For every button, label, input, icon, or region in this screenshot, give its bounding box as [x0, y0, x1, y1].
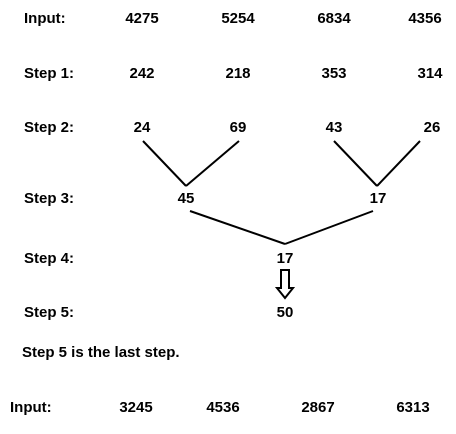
step2-label: Step 2: — [24, 119, 75, 136]
line-26-to-17 — [376, 140, 421, 187]
step1-value-1: 242 — [129, 65, 155, 82]
line-17-to-step4 — [284, 210, 374, 245]
step1-value-3: 353 — [321, 65, 347, 82]
input-value-2: 5254 — [221, 10, 255, 27]
line-45-to-step4 — [189, 210, 286, 245]
down-arrow-icon — [274, 269, 296, 300]
step1-value-4: 314 — [417, 65, 443, 82]
line-43-to-17 — [333, 140, 378, 187]
step3-value-1: 45 — [177, 190, 195, 207]
step2-value-3: 43 — [325, 119, 343, 136]
question-value-3: 2867 — [301, 399, 335, 416]
question-value-2: 4536 — [206, 399, 240, 416]
input-value-4: 4356 — [408, 10, 442, 27]
step3-label: Step 3: — [24, 190, 75, 207]
step1-label: Step 1: — [24, 65, 75, 82]
line-24-to-45 — [142, 140, 187, 187]
question-value-4: 6313 — [396, 399, 430, 416]
line-69-to-45 — [185, 140, 240, 187]
step4-label: Step 4: — [24, 250, 75, 267]
step5-value-1: 50 — [276, 304, 294, 321]
question-value-1: 3245 — [119, 399, 153, 416]
last-step-note: Step 5 is the last step. — [22, 344, 180, 361]
input-value-1: 4275 — [125, 10, 159, 27]
question-input-label: Input: — [10, 399, 52, 416]
step2-value-4: 26 — [423, 119, 441, 136]
step2-value-1: 24 — [133, 119, 151, 136]
step1-value-2: 218 — [225, 65, 251, 82]
step3-value-2: 17 — [369, 190, 387, 207]
step4-value-1: 17 — [276, 250, 294, 267]
step2-value-2: 69 — [229, 119, 247, 136]
step5-label: Step 5: — [24, 304, 75, 321]
input-value-3: 6834 — [317, 10, 351, 27]
input-label: Input: — [24, 10, 66, 27]
